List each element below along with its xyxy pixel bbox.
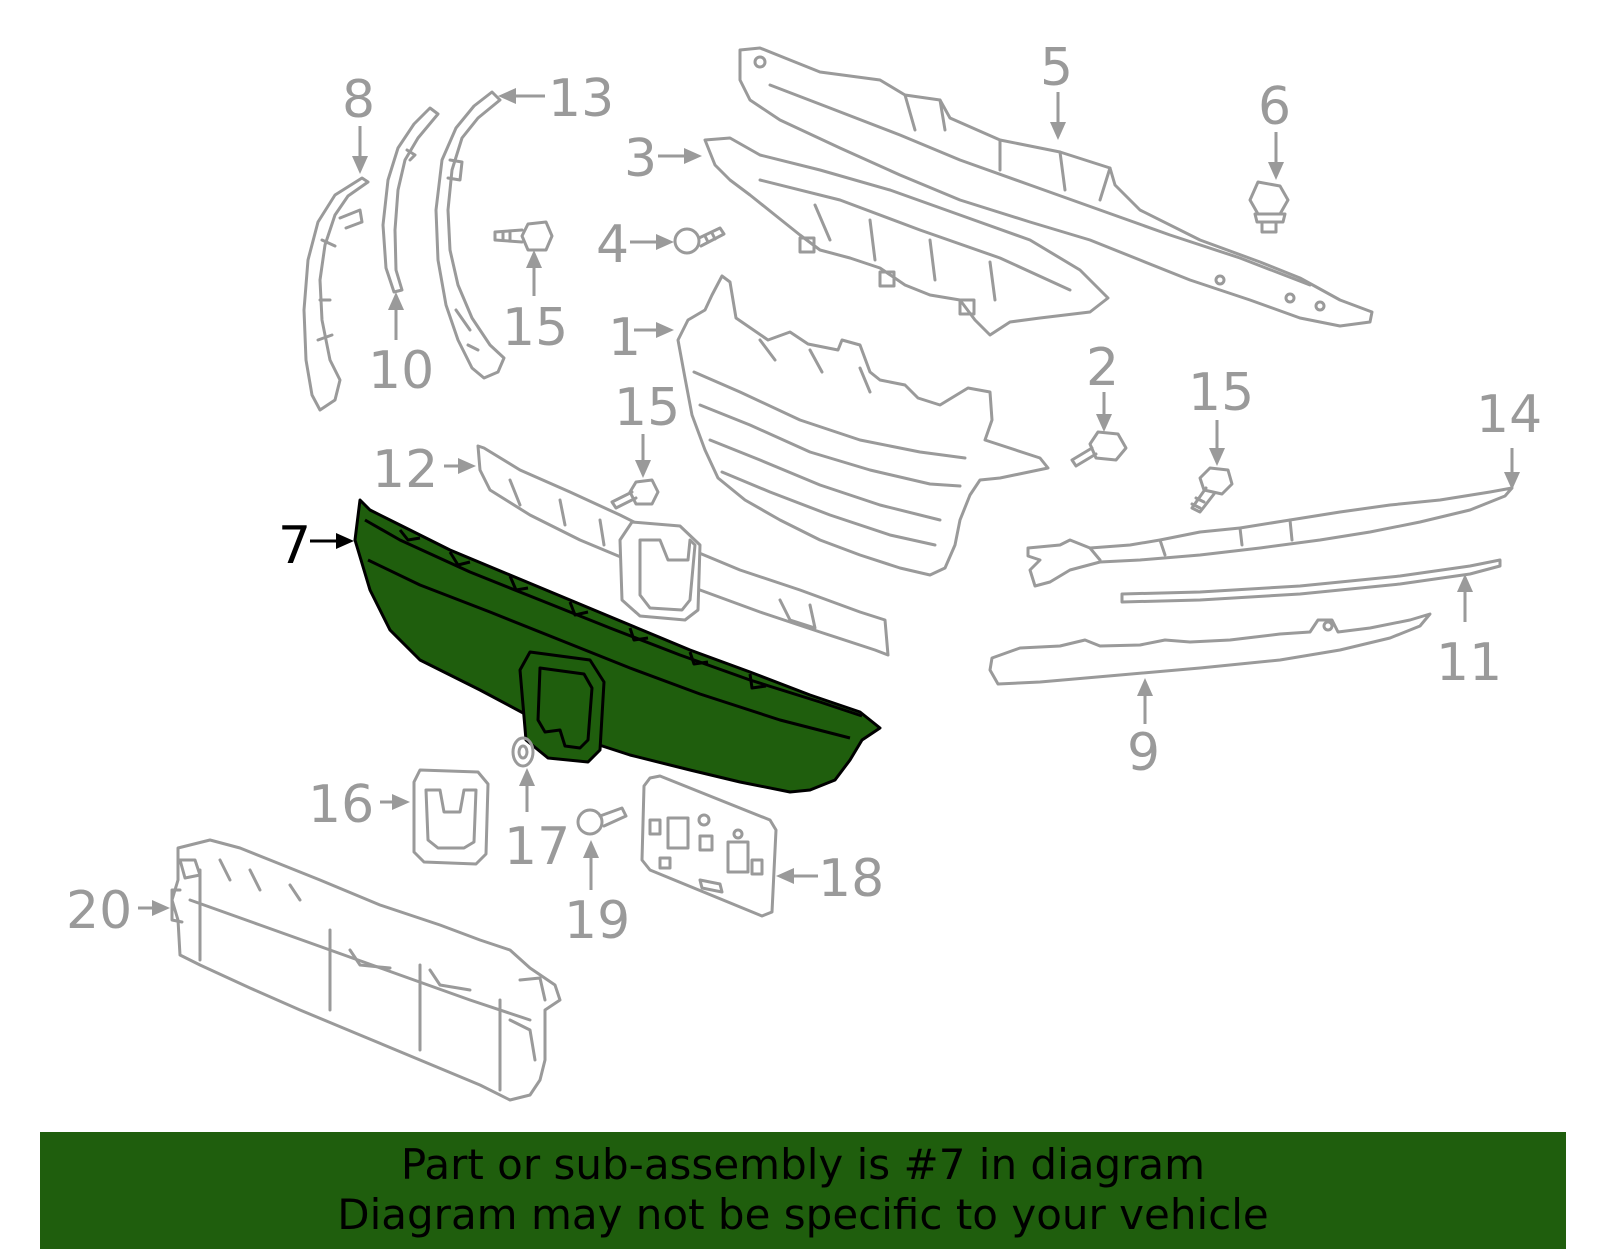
part-2-bolt xyxy=(1070,430,1128,468)
part-4-screw xyxy=(673,226,726,255)
callout-11: 11 xyxy=(1436,633,1502,693)
info-banner: Part or sub-assembly is #7 in diagram Di… xyxy=(40,1132,1566,1249)
part-3-bracket xyxy=(703,136,1110,337)
part-7-grille-highlighted xyxy=(353,498,882,794)
callout-3: 3 xyxy=(624,129,657,189)
callout-15-upper: 15 xyxy=(502,298,568,358)
callout-8: 8 xyxy=(342,70,375,130)
part-16-emblem xyxy=(412,768,490,866)
part-18-plate-bracket xyxy=(640,774,778,918)
part-17-washer xyxy=(511,736,535,768)
callout-leaders xyxy=(138,88,1520,916)
part-6-bolt xyxy=(1248,180,1290,234)
callout-2: 2 xyxy=(1086,338,1119,398)
callout-4: 4 xyxy=(596,215,629,275)
callout-6: 6 xyxy=(1258,77,1291,137)
banner-line-part-number: Part or sub-assembly is #7 in diagram xyxy=(400,1140,1206,1189)
part-12-molding xyxy=(476,444,890,657)
part-5-upper-beam xyxy=(738,46,1374,328)
callout-5: 5 xyxy=(1040,38,1073,98)
callout-7: 7 xyxy=(278,516,311,576)
callout-16: 16 xyxy=(308,775,374,835)
part-14-lower-molding xyxy=(1026,486,1514,588)
callout-9: 9 xyxy=(1127,723,1160,783)
callout-14: 14 xyxy=(1476,385,1542,445)
part-9-lower-trim xyxy=(988,612,1432,686)
part-13-side-molding xyxy=(434,90,506,380)
part-10-side-strip xyxy=(381,106,440,294)
part-1-upper-grille xyxy=(676,274,1050,577)
callout-15-middle: 15 xyxy=(614,378,680,438)
callout-13: 13 xyxy=(548,69,614,129)
callout-7-leader xyxy=(310,533,354,549)
callout-1: 1 xyxy=(608,308,641,368)
callout-12: 12 xyxy=(372,440,438,500)
callout-18: 18 xyxy=(818,849,884,909)
callout-20: 20 xyxy=(66,881,132,941)
part-20-lower-support xyxy=(170,838,562,1102)
callout-17: 17 xyxy=(504,817,570,877)
part-15-screw-upper xyxy=(493,220,554,252)
callout-19: 19 xyxy=(564,891,630,951)
part-19-screw xyxy=(576,806,628,836)
part-15-screw-right xyxy=(1190,466,1234,514)
callout-10: 10 xyxy=(368,341,434,401)
part-8-side-trim xyxy=(302,176,370,412)
callout-labels: 1 2 3 4 5 6 7 8 9 10 11 12 13 14 15 15 1… xyxy=(66,38,1542,951)
part-15-screw-middle xyxy=(610,478,660,510)
part-11-strip xyxy=(1120,558,1502,604)
banner-line-disclaimer: Diagram may not be specific to your vehi… xyxy=(337,1190,1269,1239)
callout-15-right: 15 xyxy=(1188,363,1254,423)
